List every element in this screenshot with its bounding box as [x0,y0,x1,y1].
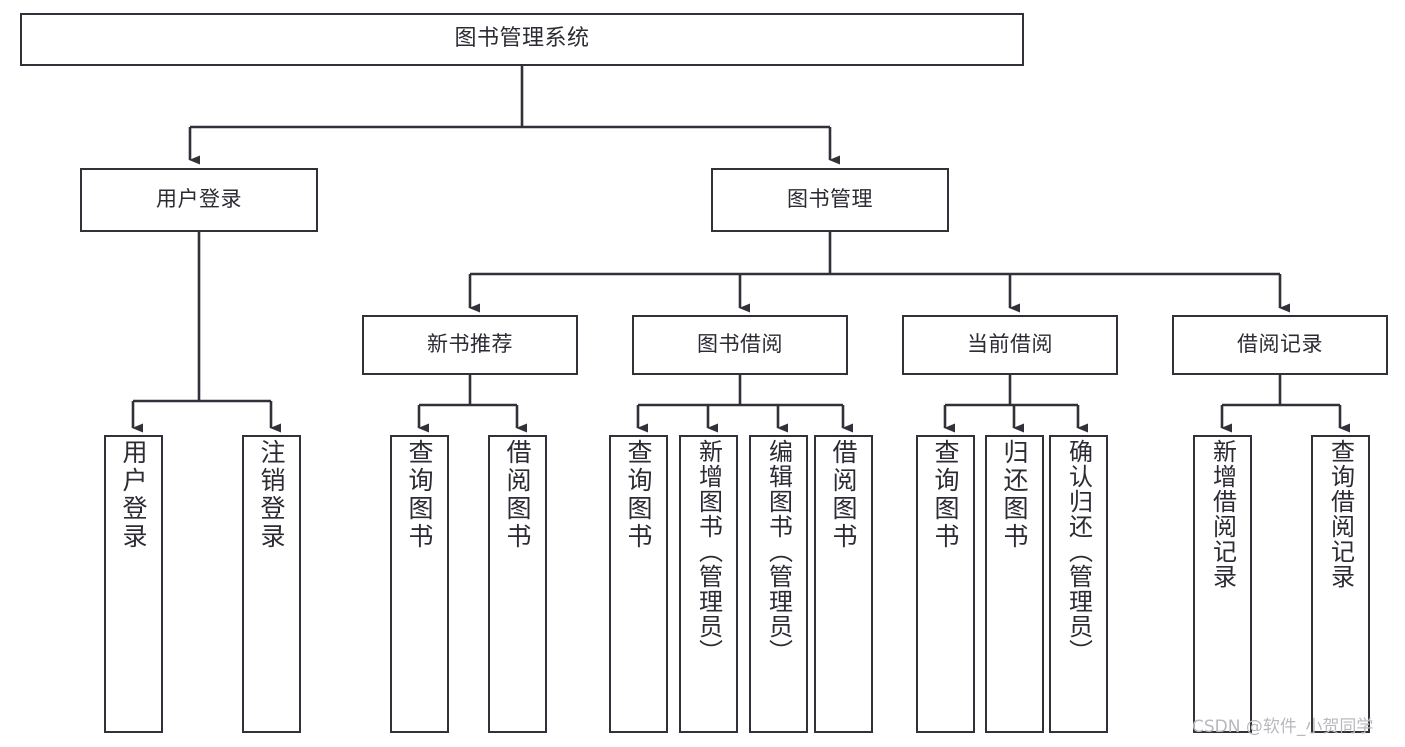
node-label: 编辑图书（管理员） [764,439,793,664]
leaf-borrow-borrow-book[interactable]: 借阅图书 [814,435,873,733]
node-label: 借阅图书 [829,439,858,551]
node-label: 用户登录 [119,439,148,551]
leaf-current-query-book[interactable]: 查询图书 [916,435,975,733]
node-label: 归还图书 [1000,439,1029,551]
node-label: 借阅图书 [503,439,532,551]
node-label: 查询图书 [624,439,653,551]
leaf-user-login-signin[interactable]: 用户登录 [104,435,163,733]
node-label: 当前借阅 [967,332,1053,357]
leaf-borrow-query-book[interactable]: 查询图书 [609,435,668,733]
leaf-user-login-signout[interactable]: 注销登录 [242,435,301,733]
node-book-management[interactable]: 图书管理 [711,168,949,232]
node-label: 新增图书（管理员） [694,439,723,664]
leaf-record-add-borrow-record[interactable]: 新增借阅记录 [1193,435,1252,733]
node-user-login[interactable]: 用户登录 [80,168,318,232]
watermark-text: CSDN @软件_小贺同学 [1192,717,1374,737]
node-label: 新书推荐 [427,332,513,357]
node-label: 查询借阅记录 [1326,439,1355,589]
leaf-current-return-book[interactable]: 归还图书 [985,435,1044,733]
node-new-book-recommend[interactable]: 新书推荐 [362,315,578,375]
node-borrow-record[interactable]: 借阅记录 [1172,315,1388,375]
node-label: 图书借阅 [697,332,783,357]
node-label: 借阅记录 [1237,332,1323,357]
node-label: 注销登录 [257,439,286,551]
node-label: 确认归还（管理员） [1064,439,1093,664]
node-label: 新增借阅记录 [1208,439,1237,589]
leaf-borrow-add-book-admin[interactable]: 新增图书（管理员） [679,435,738,733]
node-book-borrow[interactable]: 图书借阅 [632,315,848,375]
node-label: 查询图书 [405,439,434,551]
leaf-record-query-borrow-record[interactable]: 查询借阅记录 [1311,435,1370,733]
node-current-borrow[interactable]: 当前借阅 [902,315,1118,375]
leaf-current-confirm-return-admin[interactable]: 确认归还（管理员） [1049,435,1108,733]
node-root-system[interactable]: 图书管理系统 [20,13,1024,66]
leaf-recommend-query-book[interactable]: 查询图书 [390,435,449,733]
node-label: 用户登录 [156,187,242,212]
node-label: 图书管理 [787,187,873,212]
leaf-recommend-borrow-book[interactable]: 借阅图书 [488,435,547,733]
leaf-borrow-edit-book-admin[interactable]: 编辑图书（管理员） [749,435,808,733]
node-label: 查询图书 [931,439,960,551]
node-label: 图书管理系统 [454,26,590,52]
